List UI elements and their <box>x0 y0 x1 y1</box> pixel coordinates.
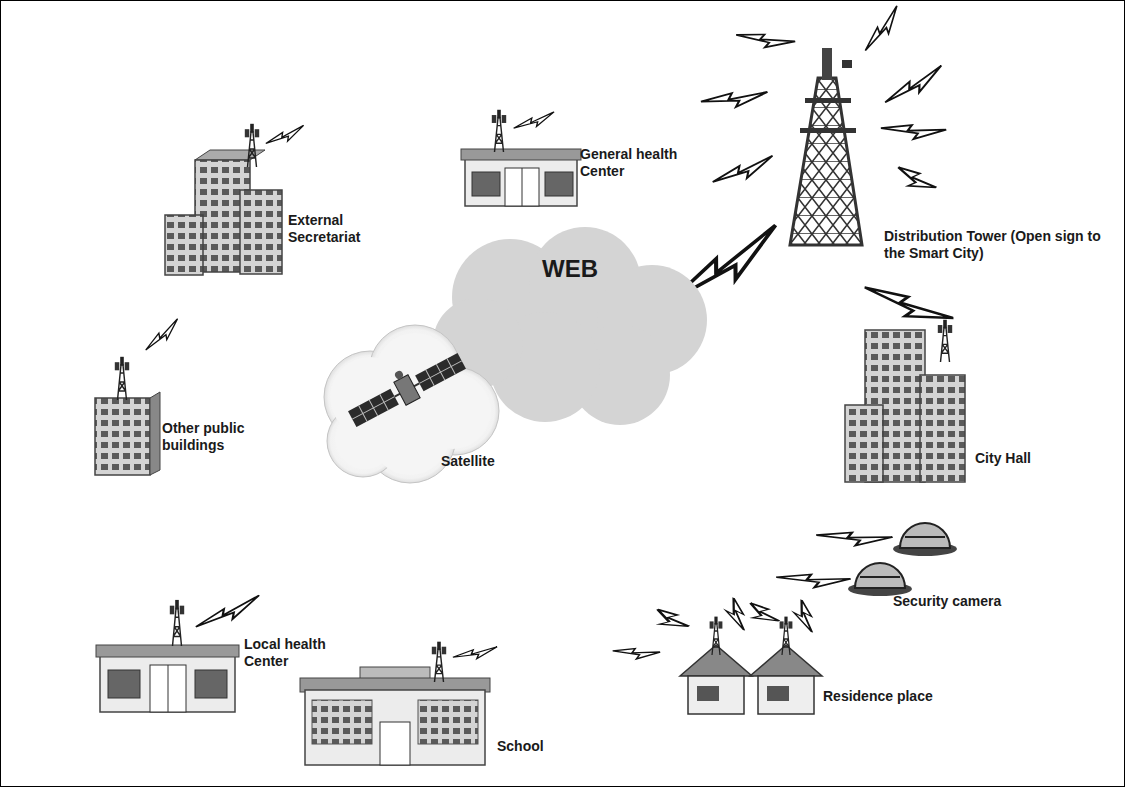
distribution-tower-part <box>842 60 852 68</box>
general-health-building-part <box>472 172 500 196</box>
web-cloud: WEBSatellite <box>420 225 710 425</box>
security-cameras-part <box>776 564 851 595</box>
residence-houses-part <box>748 596 780 629</box>
general-health-building-part <box>492 110 506 152</box>
city-hall-building-part <box>845 405 883 482</box>
distribution-tower-part <box>805 98 851 103</box>
general-health-building-part <box>512 112 555 130</box>
building-label: School <box>497 738 544 755</box>
distribution-tower-part <box>710 156 775 184</box>
residence-houses-part <box>750 645 822 676</box>
school-building-part <box>418 700 478 744</box>
residence-houses-part <box>680 645 752 676</box>
node-text: WEB <box>542 255 598 283</box>
residence-houses-part <box>612 640 660 664</box>
local-health-building-part <box>96 645 239 657</box>
security-cameras <box>776 521 957 596</box>
local-health-building-part <box>192 595 263 628</box>
school-building-part <box>453 647 497 659</box>
secretariat-building-part <box>264 125 306 145</box>
local-health-building-part <box>108 670 140 698</box>
local-health-building-part <box>195 670 227 698</box>
building-label: Residence place <box>823 688 933 705</box>
general-health-building-part <box>545 172 573 196</box>
distribution-tower-part <box>896 156 936 200</box>
local-health-building-part <box>170 600 184 646</box>
secretariat-building-part <box>240 190 282 274</box>
security-cameras-part <box>900 523 950 548</box>
satellite-cloud: Satellite <box>315 315 510 485</box>
public-building-part <box>115 357 129 400</box>
distribution-tower-part <box>822 48 832 80</box>
building-label: City Hall <box>975 450 1031 467</box>
general-health-building-part <box>461 149 581 160</box>
secretariat-building <box>165 124 306 275</box>
distribution-tower-part <box>880 113 946 146</box>
residence-houses-part <box>688 676 744 714</box>
residence-houses-part <box>758 676 814 714</box>
public-building-part <box>95 398 150 475</box>
distribution-tower-part <box>736 22 796 57</box>
distribution-tower-part <box>800 128 856 133</box>
satellite-icon-part <box>394 375 420 405</box>
building-label: External Secretariat <box>288 212 383 246</box>
school-building <box>300 642 497 765</box>
school-building-part <box>380 722 410 765</box>
city-hall-building-part <box>920 375 965 482</box>
building-label: General health Center <box>580 146 690 180</box>
local-health-building <box>96 595 263 712</box>
security-cameras-part <box>905 536 945 538</box>
residence-houses-part <box>790 599 822 632</box>
residence-houses-part <box>710 617 723 655</box>
school-building-part <box>432 642 446 682</box>
satellite-icon-part <box>394 370 405 381</box>
city-hall-building-part <box>938 320 952 362</box>
school-building-part <box>305 690 485 765</box>
distribution-tower-part <box>790 78 862 245</box>
node-text: Satellite <box>441 453 495 469</box>
secretariat-building-part <box>245 124 259 167</box>
security-cameras-part <box>816 521 893 552</box>
residence-houses <box>612 596 822 714</box>
distribution-tower-part <box>701 86 768 109</box>
security-cameras-part <box>855 563 905 588</box>
general-health-building <box>461 110 581 206</box>
distribution-tower-part <box>856 6 907 52</box>
satellite-icon <box>342 342 467 430</box>
residence-houses-part <box>780 617 793 655</box>
school-building-part <box>312 700 372 744</box>
residence-houses-part <box>722 597 754 630</box>
local-health-building-part <box>168 665 169 712</box>
distribution-tower <box>660 6 954 339</box>
building-label: Security camera <box>893 593 1001 610</box>
general-health-building-part <box>505 168 539 206</box>
building-label: Other public buildings <box>162 420 262 454</box>
public-building-part <box>150 392 160 475</box>
local-health-building-part <box>150 665 186 712</box>
satellite-icon-part <box>348 353 466 427</box>
residence-houses-part <box>767 686 789 701</box>
public-building-part <box>140 319 184 352</box>
satellite-cloud-shape-part <box>324 325 499 483</box>
residence-houses-part <box>654 601 689 636</box>
building-label: Distribution Tower (Open sign to the Sma… <box>884 228 1112 262</box>
local-health-building-part <box>100 655 235 712</box>
general-health-building-part <box>522 168 523 206</box>
general-health-building-part <box>465 158 577 206</box>
city-hall-building <box>845 320 965 482</box>
residence-houses-part <box>697 686 719 701</box>
secretariat-building-part <box>165 215 203 275</box>
security-cameras-part <box>860 576 900 578</box>
distribution-tower-part <box>880 66 947 105</box>
building-label: Local health Center <box>244 636 344 670</box>
